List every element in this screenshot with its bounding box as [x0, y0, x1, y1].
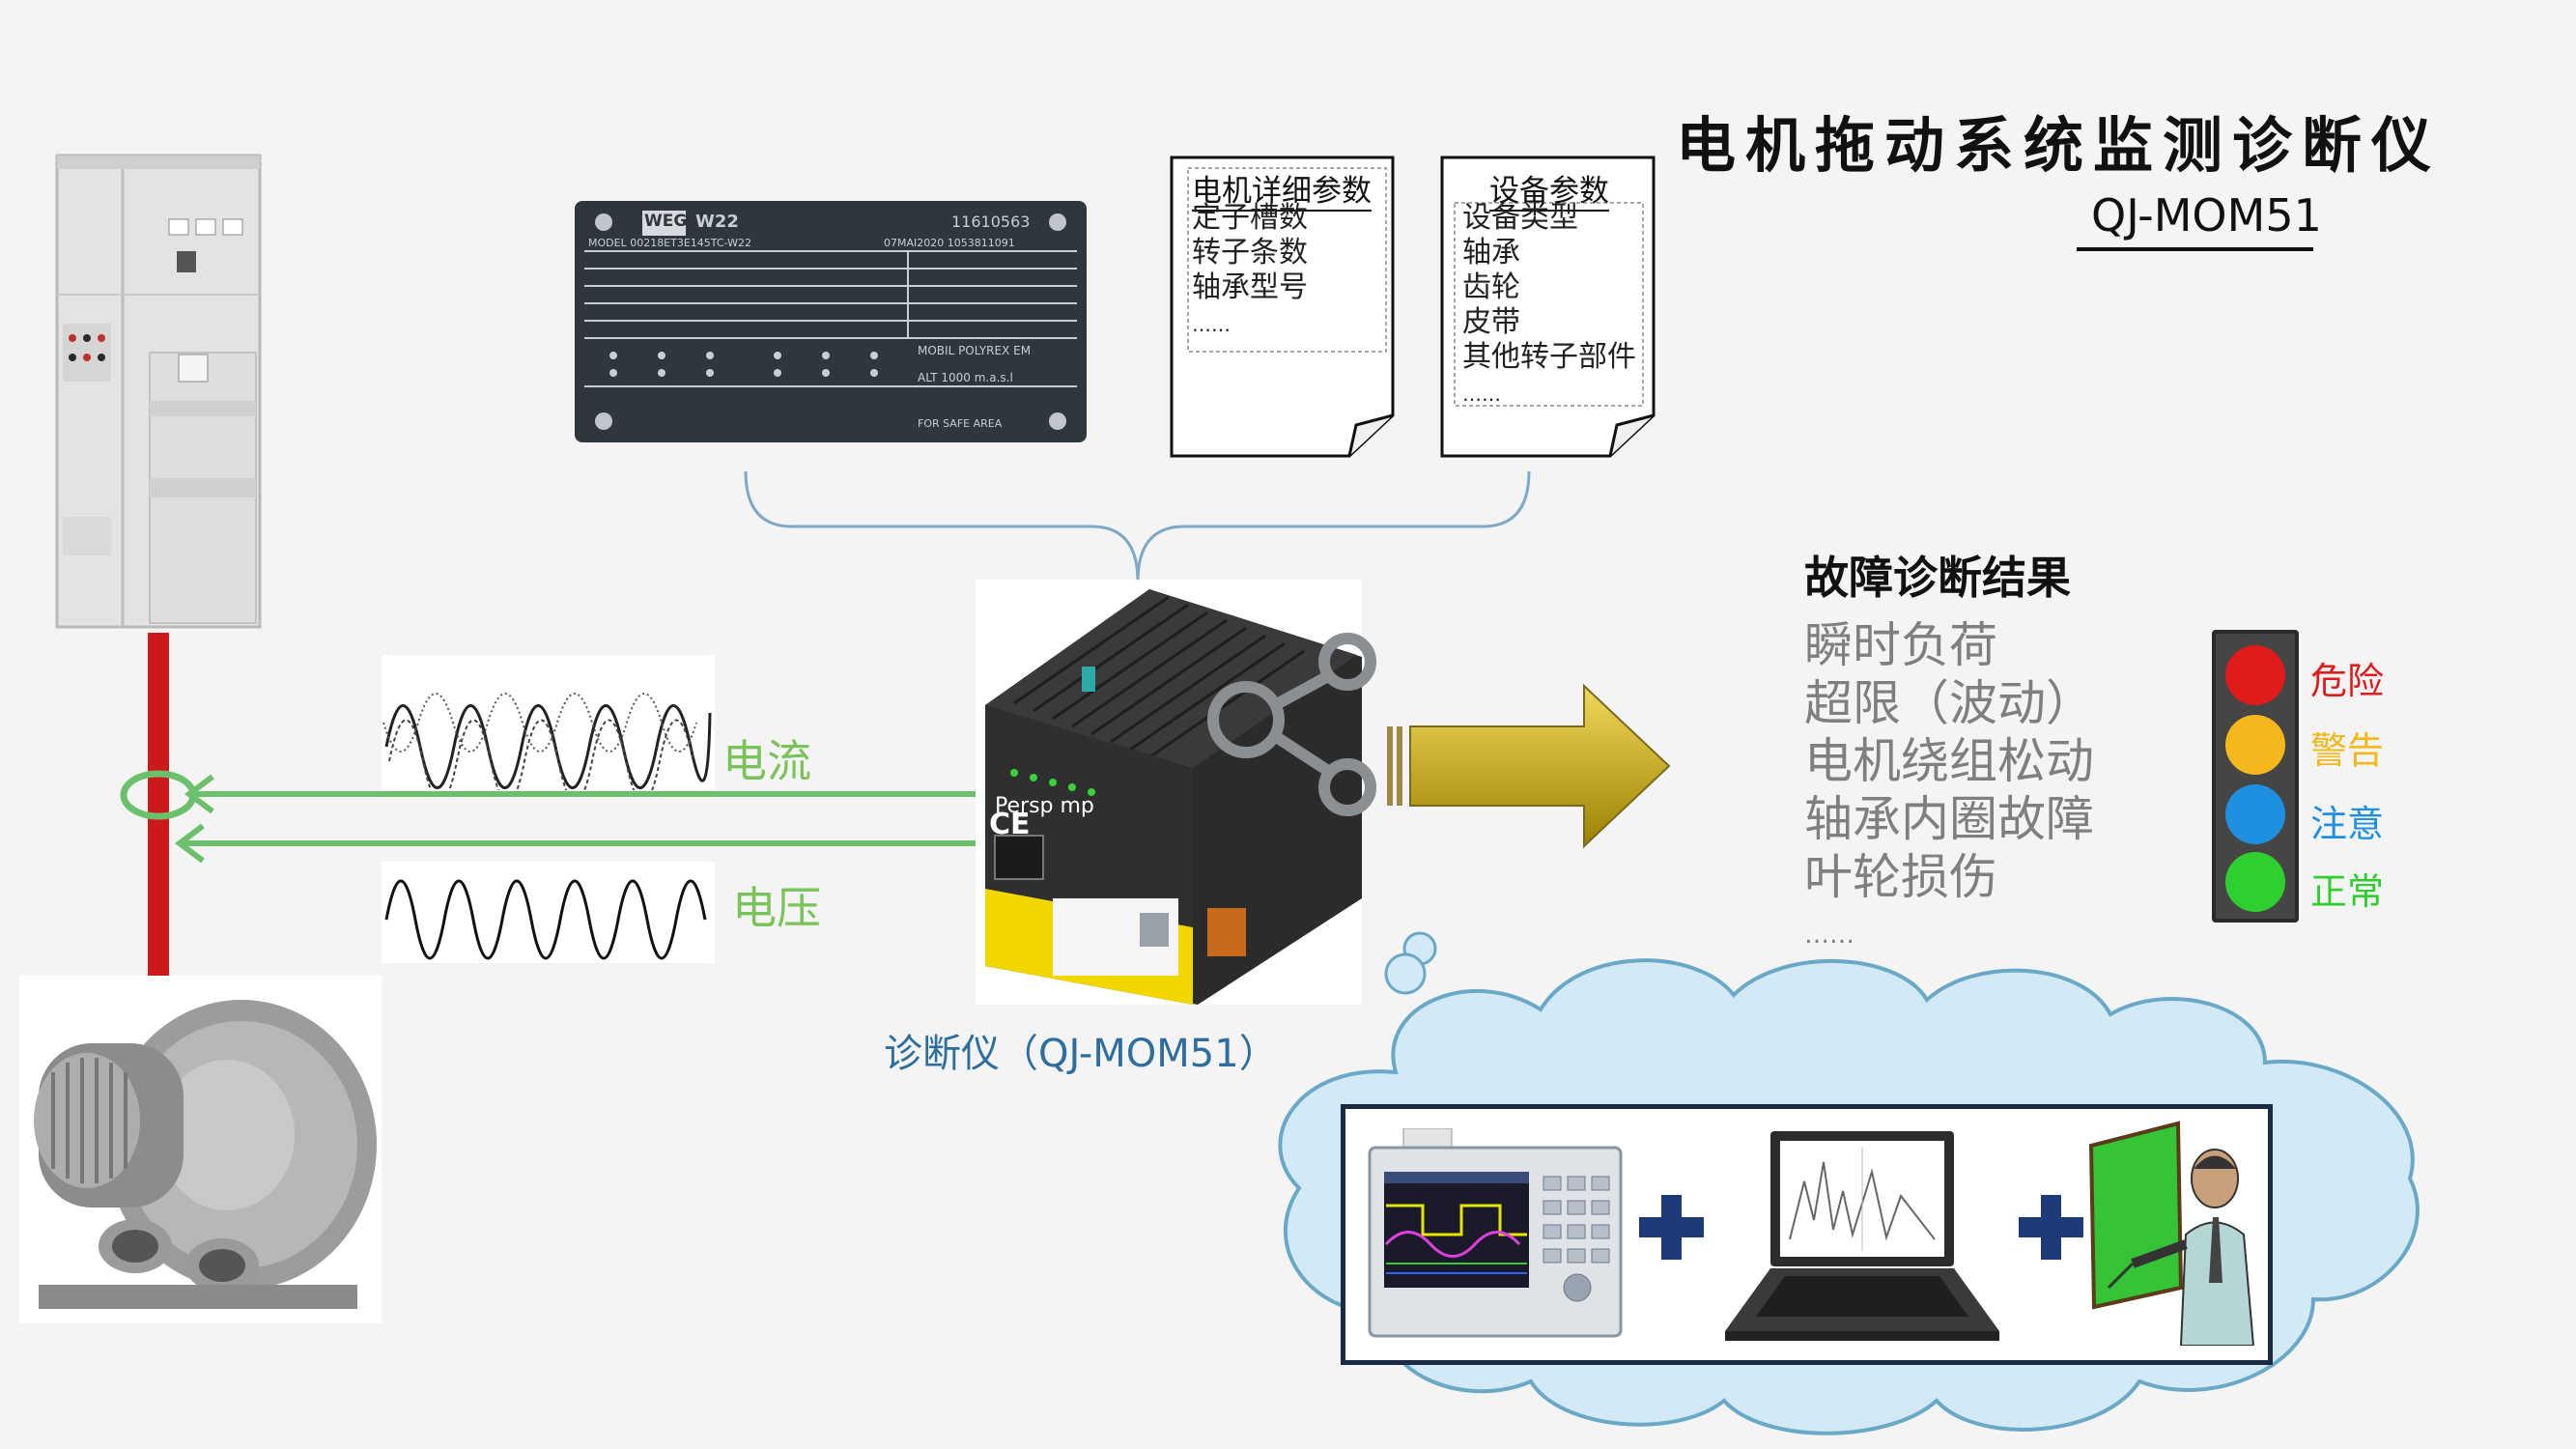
warning-light	[2225, 715, 2285, 775]
motor-params-document: 电机详细参数 定子槽数 转子条数 轴承型号 ……	[1169, 155, 1396, 459]
equipment-params-ellipsis: ……	[1462, 383, 1501, 406]
fault-item: 电机绕组松动	[1804, 733, 2094, 789]
power-cable	[148, 633, 169, 980]
motor-params-item: 转子条数	[1192, 236, 1308, 270]
equipment-params-item: 皮带	[1462, 305, 1520, 339]
traditional-tools-panel	[1341, 1104, 2273, 1365]
nameplate-model-line: W22	[695, 212, 739, 232]
result-arrow	[1387, 683, 1671, 849]
fault-results-list: 瞬时负荷 超限（波动） 电机绕组松动 轴承内圈故障 叶轮损伤 ……	[1804, 616, 2094, 964]
nameplate-model-code: MODEL 00218ET3E145TC-W22	[588, 237, 751, 249]
nameplate-brand: WEG	[644, 212, 688, 231]
motor-blower-image	[19, 976, 382, 1323]
device-ce-mark: CE	[989, 808, 1031, 841]
motor-params-ellipsis: ……	[1192, 313, 1231, 336]
equipment-params-item: 设备类型	[1462, 201, 1578, 235]
danger-light	[2225, 645, 2285, 705]
nameplate-serial: 11610563	[951, 213, 1031, 231]
current-label: 电流	[722, 735, 811, 787]
page-title: 电机拖动系统监测诊断仪	[1676, 110, 2442, 181]
fault-results-title: 故障诊断结果	[1804, 552, 2071, 604]
nameplate-date-code: 07MAI2020 1053811091	[884, 237, 1015, 249]
nameplate-safe-area: FOR SAFE AREA	[918, 417, 1003, 430]
device-brand-text: Persp mp	[995, 794, 1094, 818]
voltage-waveform	[382, 862, 715, 963]
normal-label: 正常	[2310, 870, 2385, 913]
model-number: QJ-MOM51	[2091, 189, 2322, 242]
equipment-params-item: 其他转子部件	[1462, 340, 1636, 374]
equipment-params-item: 齿轮	[1462, 270, 1520, 304]
expert-image	[2089, 1121, 2255, 1346]
fault-item: 轴承内圈故障	[1804, 791, 2094, 847]
link-chain-icon	[1207, 633, 1376, 816]
caution-label: 注意	[2310, 803, 2385, 845]
fault-item: 叶轮损伤	[1804, 849, 1997, 905]
fault-item-ellipsis: ……	[1804, 921, 1854, 950]
laptop-image	[1725, 1131, 1999, 1341]
normal-light	[2225, 852, 2285, 912]
caution-light	[2225, 784, 2285, 844]
current-waveform	[382, 655, 715, 790]
motor-nameplate: WEG W22 11610563 MODEL 00218ET3E145TC-W2…	[575, 201, 1087, 442]
fault-item: 瞬时负荷	[1804, 617, 1997, 673]
equipment-params-item: 轴承	[1462, 236, 1520, 270]
parameters-bracket	[744, 470, 1531, 582]
equipment-params-document: 设备参数 设备类型 轴承 齿轮 皮带 其他转子部件 ……	[1439, 155, 1656, 459]
fault-item: 超限（波动）	[1804, 675, 2094, 731]
model-underline	[2077, 247, 2313, 251]
status-traffic-light	[2212, 630, 2299, 923]
motor-params-item: 轴承型号	[1192, 270, 1308, 304]
signal-lines	[175, 774, 995, 864]
oscilloscope-image	[1368, 1128, 1623, 1338]
motor-params-heading: 电机详细参数	[1192, 166, 1372, 212]
device-label: 诊断仪（QJ-MOM51）	[884, 1032, 1278, 1076]
nameplate-altitude: ALT 1000 m.a.s.l	[918, 371, 1013, 384]
warning-label: 警告	[2310, 729, 2385, 772]
danger-label: 危险	[2310, 660, 2385, 702]
switchgear-cabinet-image	[55, 154, 262, 629]
plus-icon	[2019, 1195, 2083, 1260]
nameplate-grease: MOBIL POLYREX EM	[918, 344, 1032, 357]
voltage-label: 电压	[732, 882, 821, 934]
equipment-params-heading: 设备参数	[1489, 166, 1609, 212]
motor-params-item: 定子槽数	[1192, 201, 1308, 235]
plus-icon	[1639, 1195, 1704, 1260]
